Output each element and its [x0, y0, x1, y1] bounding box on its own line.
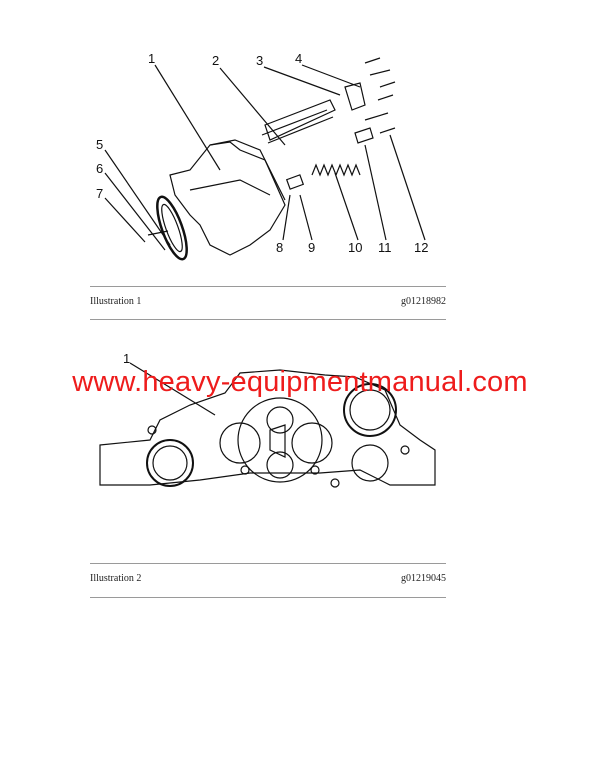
callout-10: 10	[348, 240, 362, 255]
callout-4: 4	[295, 51, 302, 66]
illustration-2-caption: Illustration 2 g01219045	[90, 573, 446, 584]
watermark: www.heavy-equipmentmanual.com	[72, 366, 528, 398]
illustration-2-diagram: 1	[99, 351, 436, 488]
caption-id: g01218982	[401, 296, 446, 307]
illustration-1-caption: Illustration 1 g01218982	[90, 296, 446, 307]
divider	[90, 597, 446, 598]
callout-8: 8	[276, 240, 283, 255]
callout-2: 2	[212, 53, 219, 68]
caption-id: g01219045	[401, 573, 446, 584]
callout-1: 1	[148, 51, 155, 66]
divider	[90, 286, 446, 287]
callout-1: 1	[123, 351, 130, 366]
callout-12: 12	[414, 240, 428, 255]
callout-5: 5	[96, 137, 103, 152]
callout-3: 3	[256, 53, 263, 68]
callout-11: 11	[378, 240, 392, 255]
illustration-1-diagram: 1 2 3 4 5 6 7 8 9 10 11 12	[96, 51, 428, 261]
callout-6: 6	[96, 161, 103, 176]
divider	[90, 319, 446, 320]
caption-label: Illustration 1	[90, 296, 142, 307]
caption-label: Illustration 2	[90, 573, 142, 584]
divider	[90, 563, 446, 564]
callout-9: 9	[308, 240, 315, 255]
callout-7: 7	[96, 186, 103, 201]
